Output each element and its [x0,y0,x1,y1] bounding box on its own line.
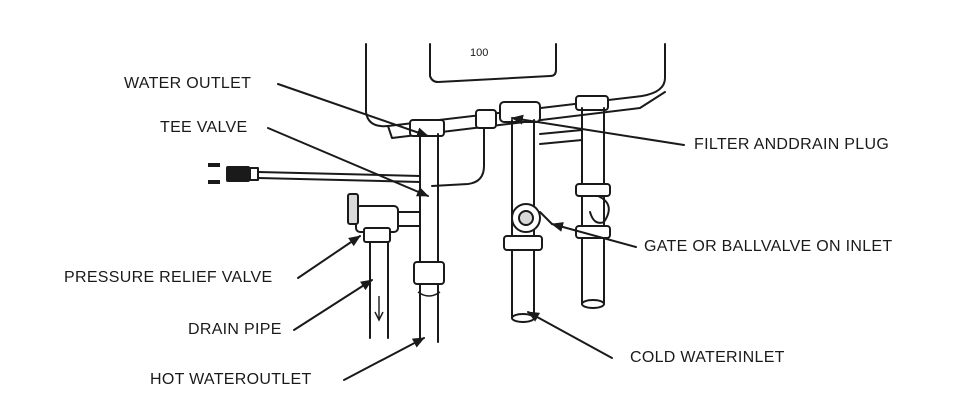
label-pressure-relief-valve: PRESSURE RELIEF VALVE [64,269,273,286]
arrow-tee-valve [267,127,429,197]
label-filter-drain-plug: FILTER ANDDRAIN PLUG [694,136,890,153]
label-hot-water-outlet: HOT WATEROUTLET [150,371,312,388]
label-tee-valve: TEE VALVE [160,119,248,136]
cold-inlet-pipe [503,119,553,323]
label-drain-pipe: DRAIN PIPE [188,321,282,338]
sensor-line [431,127,485,187]
return-pipe [539,107,611,309]
label-water-outlet: WATER OUTLET [124,75,252,92]
arrow-gate-valve [551,222,637,248]
leader-arrows [267,83,685,381]
arrow-water-outlet [277,83,429,138]
arrow-pressure-relief [297,235,361,279]
hot-outlet-pipe [413,133,445,343]
power-cord [208,163,421,184]
label-cold-water-inlet: COLD WATERINLET [630,349,785,366]
tee-and-relief-valve [347,193,421,339]
heater-display: 100 [470,47,488,59]
label-gate-ball-valve: GATE OR BALLVALVE ON INLET [644,238,893,255]
arrow-filter-drain [511,114,685,146]
arrow-drain-pipe [293,279,373,331]
arrow-hot-outlet [343,337,425,381]
arrow-cold-inlet [527,311,613,359]
